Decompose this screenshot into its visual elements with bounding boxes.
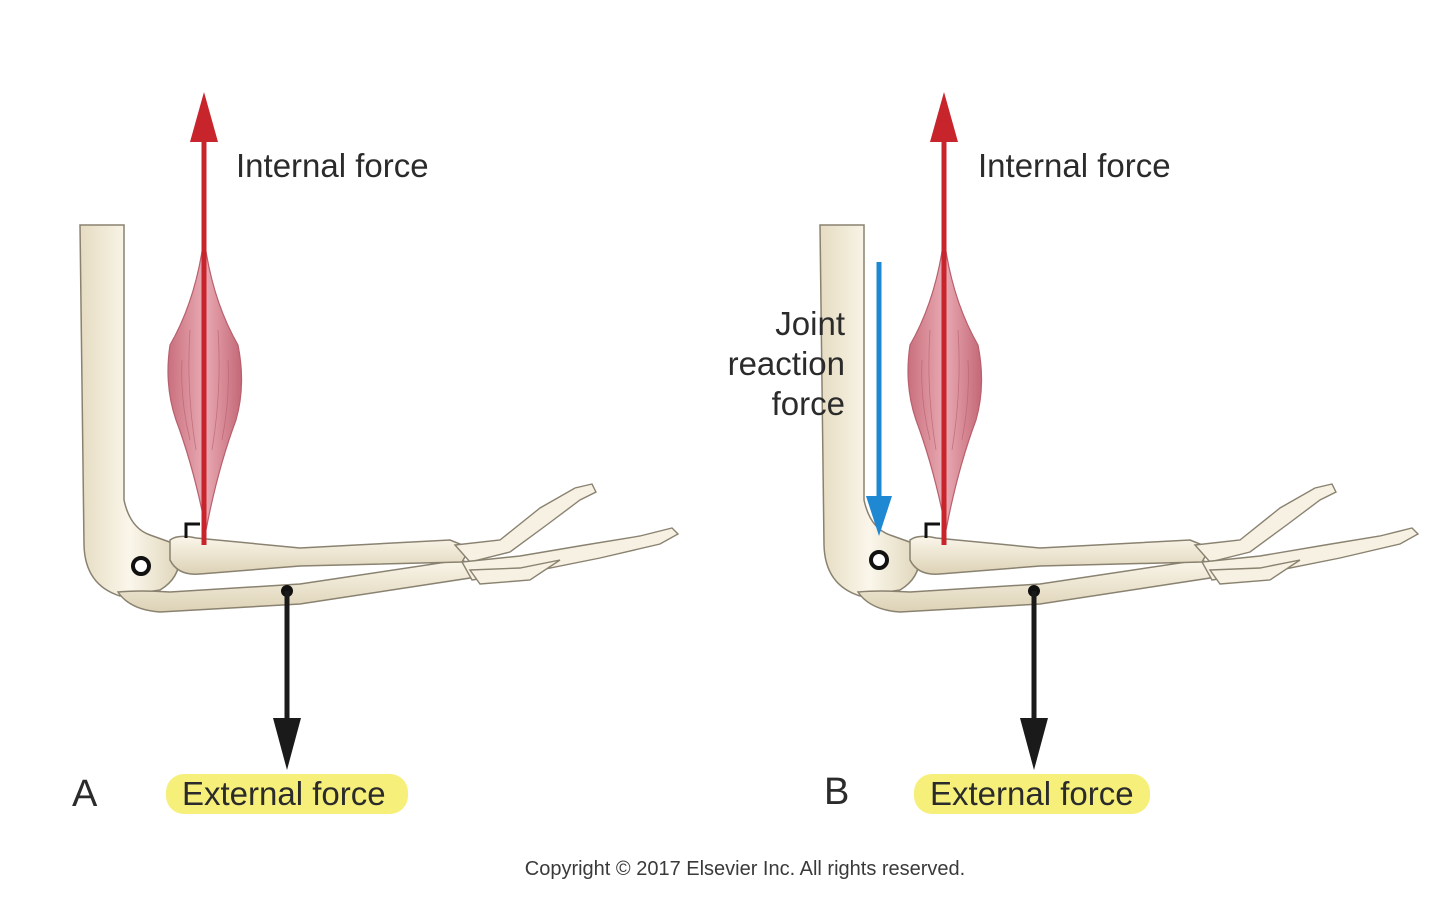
joint-reaction-label-line-3: force bbox=[771, 385, 845, 422]
joint-reaction-label-line-2: reaction bbox=[727, 345, 845, 382]
panel-a-external-force-highlight bbox=[166, 774, 408, 814]
panel-b-joint-reaction-label: Joint reaction force bbox=[700, 304, 845, 426]
panel-b-drawing bbox=[819, 92, 1420, 770]
panel-b-external-force-label: External force bbox=[930, 775, 1134, 812]
right-angle-mark bbox=[184, 522, 200, 538]
hand-bones bbox=[453, 483, 680, 585]
humerus-bone bbox=[819, 224, 921, 597]
internal-force-arrowhead bbox=[930, 92, 958, 142]
panel-a-drawing bbox=[79, 92, 680, 770]
joint-reaction-label-line-1: Joint bbox=[775, 305, 845, 342]
panel-b-internal-force-label: Internal force bbox=[978, 147, 1171, 184]
hand-bones bbox=[1193, 483, 1420, 585]
panel-b-letter: B bbox=[824, 771, 850, 813]
panel-a-internal-force-label: Internal force bbox=[236, 147, 429, 184]
joint-axis bbox=[869, 550, 889, 570]
internal-force-arrowhead bbox=[190, 92, 218, 142]
panel-a-letter: A bbox=[72, 773, 98, 815]
joint-reaction-force-arrowhead bbox=[866, 496, 892, 536]
joint-axis bbox=[131, 556, 151, 576]
humerus-bone bbox=[79, 224, 181, 597]
panel-a-external-force-label: External force bbox=[182, 775, 386, 812]
panel-b-external-force-highlight bbox=[914, 774, 1150, 814]
external-force-arrowhead bbox=[1020, 718, 1048, 770]
external-force-arrowhead bbox=[273, 718, 301, 770]
copyright-notice: Copyright © 2017 Elsevier Inc. All right… bbox=[524, 858, 966, 880]
right-angle-mark bbox=[924, 522, 940, 538]
